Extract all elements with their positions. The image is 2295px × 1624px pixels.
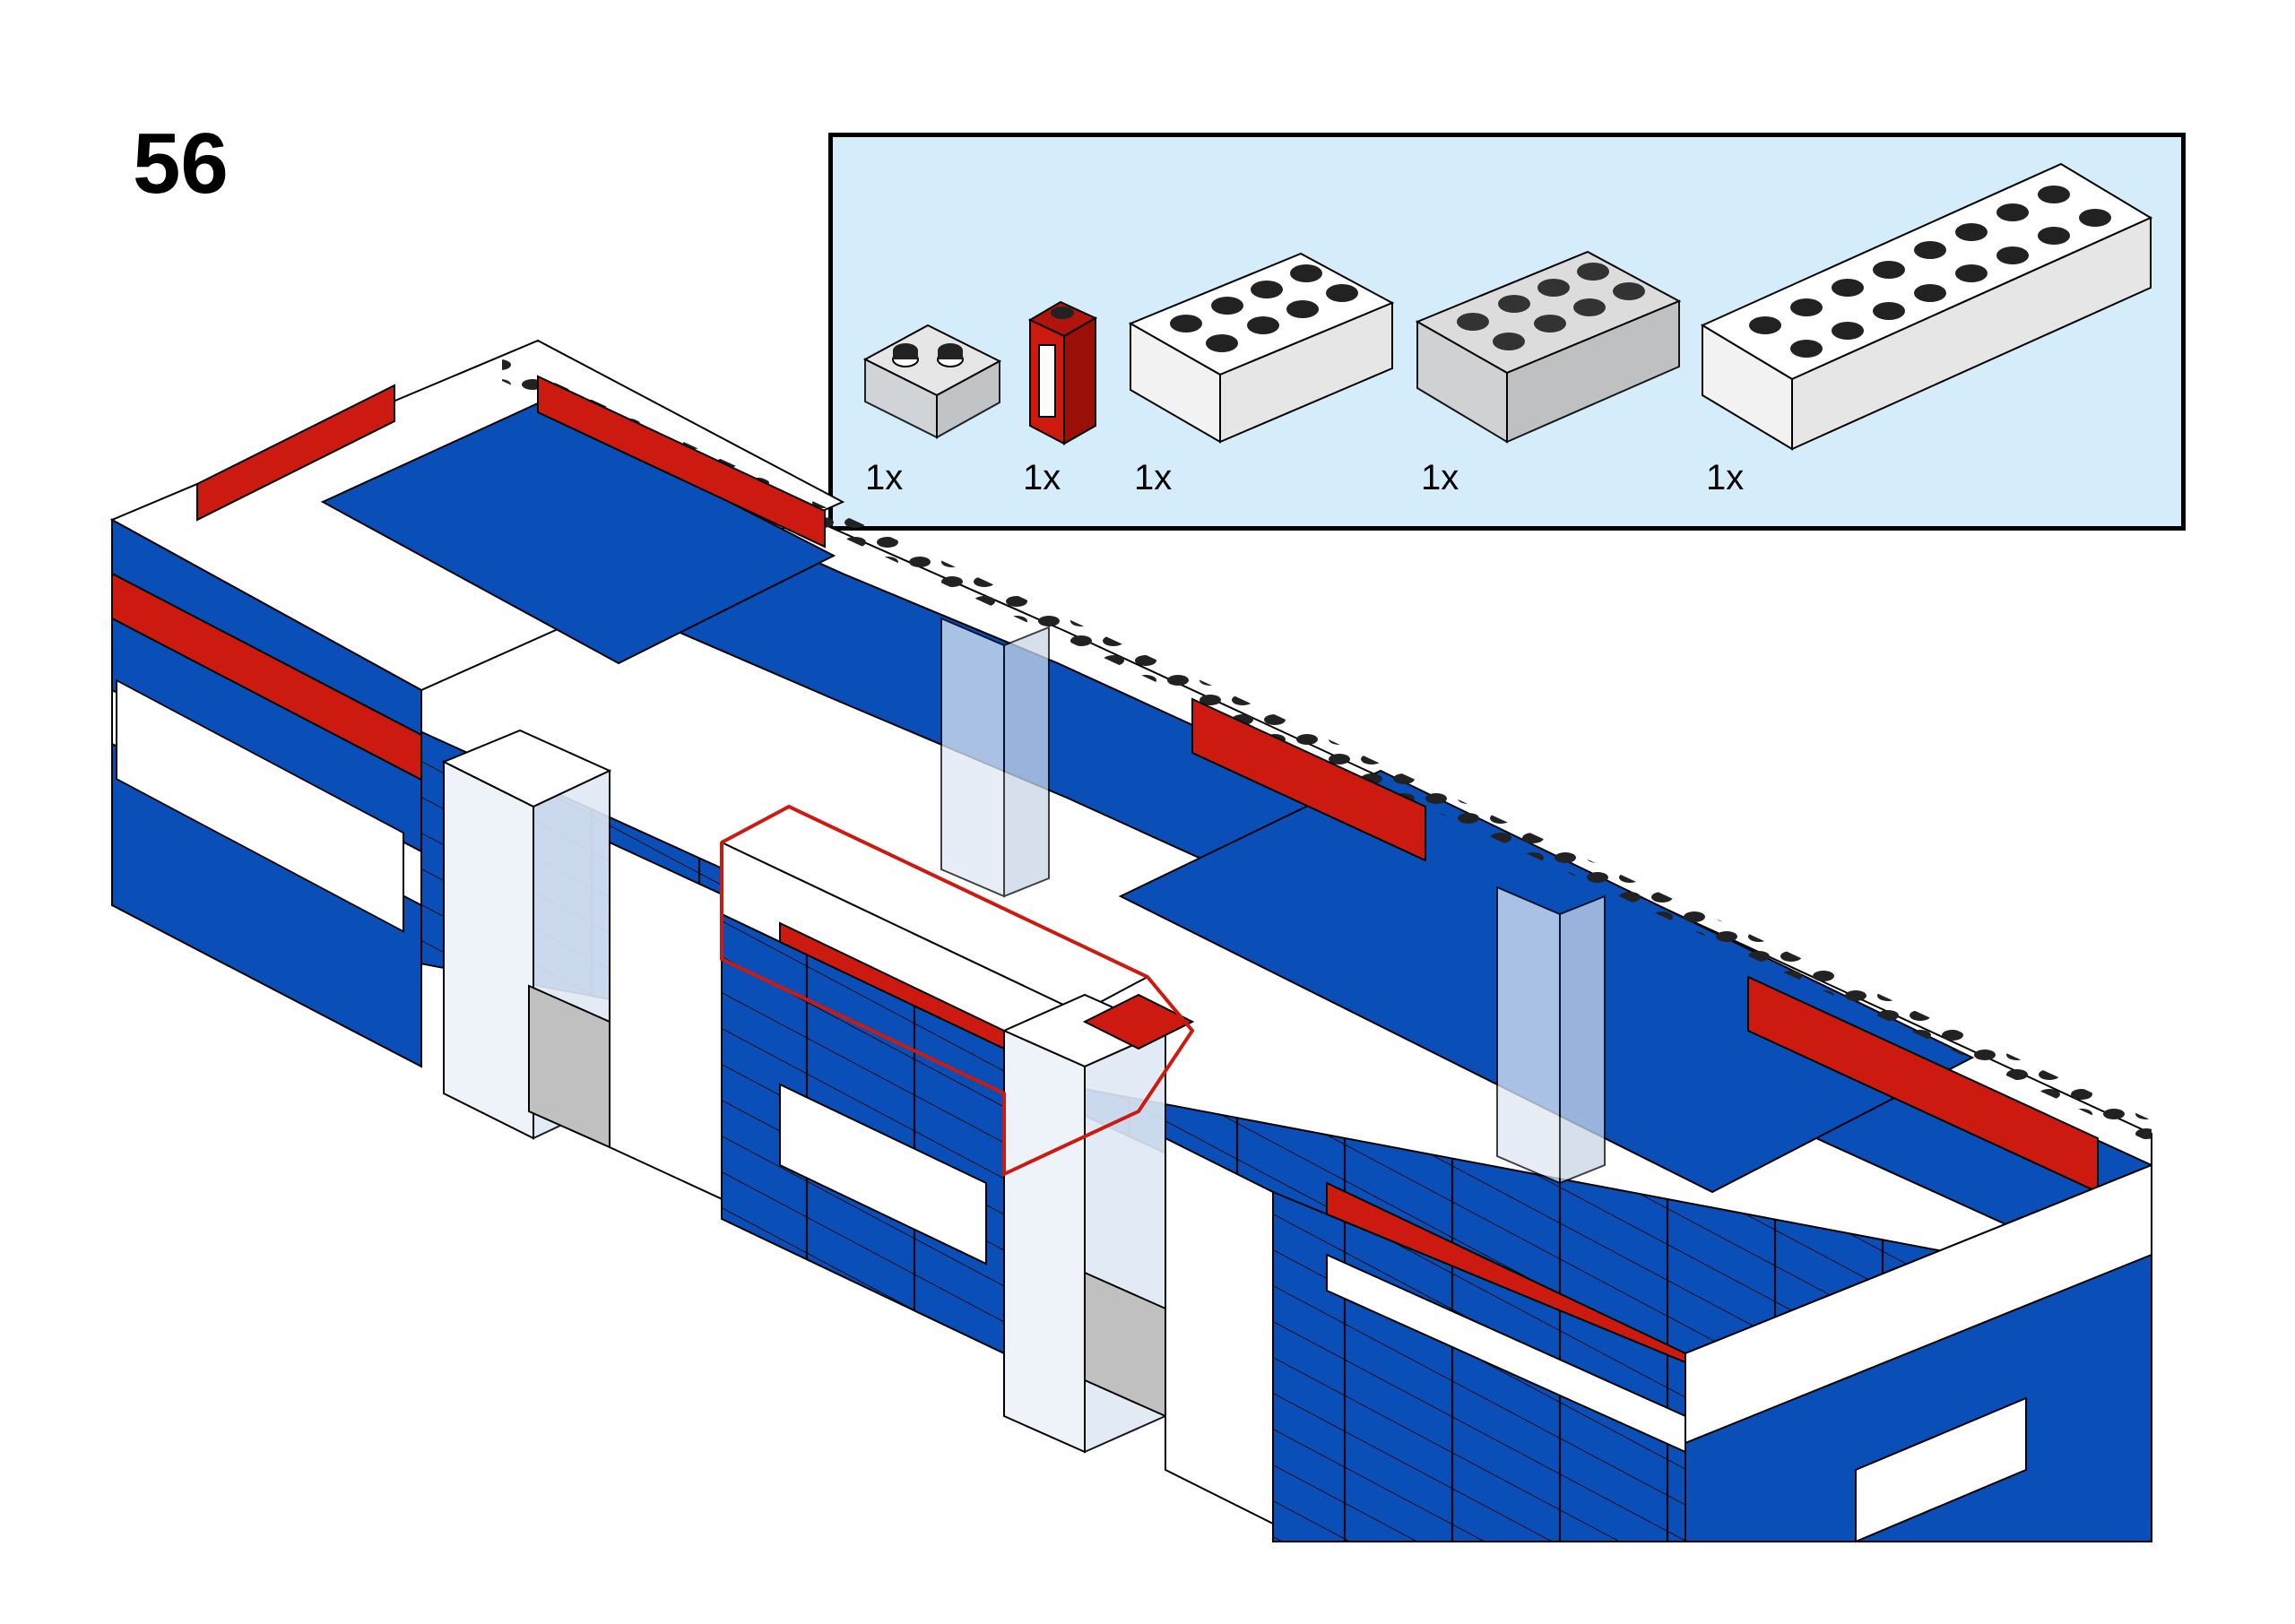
- part-trans-brick-2x4: [1415, 250, 1686, 451]
- white-brick-2x4-icon: [1128, 252, 1395, 444]
- front-entrance-left: [441, 729, 727, 1203]
- part-brick-2x4-white: [1128, 252, 1399, 451]
- part-qty-5: 1x: [1706, 458, 1745, 497]
- white-brick-2x8-icon: [1700, 162, 2153, 451]
- part-qty-2: 1x: [1023, 458, 1061, 497]
- part-qty-3: 1x: [1134, 458, 1173, 497]
- front-middle-block: [719, 805, 1150, 1355]
- trans-brick-2x4-icon: [1415, 250, 1682, 444]
- parts-list-panel: 1x 1x 1x: [828, 133, 2186, 531]
- right-end-block: [1272, 1163, 2152, 1543]
- part-window-1x1x2: [1019, 291, 1118, 453]
- new-parts-highlight: [720, 804, 1195, 1178]
- front-entrance-right: [1001, 993, 1274, 1525]
- step-number: 56: [133, 116, 229, 212]
- rear-wall-studs: [502, 358, 2152, 1143]
- part-qty-1: 1x: [865, 458, 904, 497]
- trans-brick-1x2-icon: [862, 324, 1002, 439]
- transparent-pillars: [940, 617, 1606, 1185]
- part-trans-brick-1x2: [862, 324, 1009, 439]
- part-brick-2x8-white: [1700, 162, 2169, 451]
- red-window-icon: [1027, 300, 1098, 445]
- part-qty-4: 1x: [1421, 458, 1459, 497]
